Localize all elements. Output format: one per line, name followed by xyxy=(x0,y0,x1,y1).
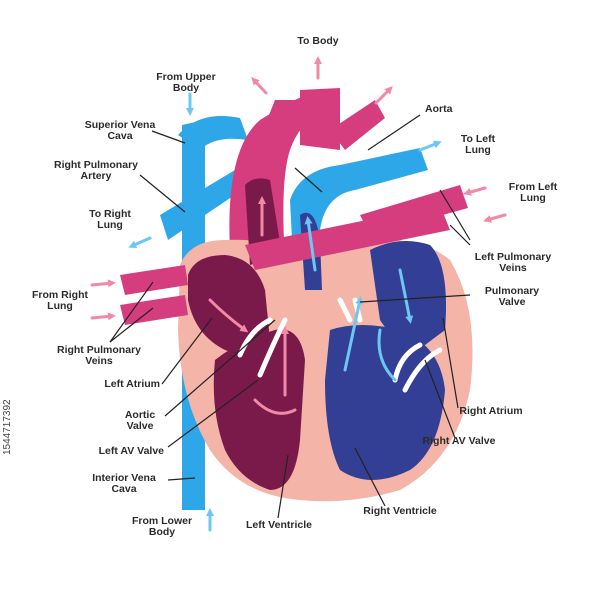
internal-flow-arrows xyxy=(208,196,414,415)
label-from-lower-body: From Lower Body xyxy=(131,515,193,538)
pulmonary-artery-shape xyxy=(290,148,428,300)
label-right-av-valve: Right AV Valve xyxy=(422,435,496,447)
label-left-pulmonary-veins: Left Pulmonary Veins xyxy=(474,251,552,274)
label-right-ventricle: Right Ventricle xyxy=(363,505,437,517)
valves xyxy=(237,297,443,393)
label-from-upper-body: From Upper Body xyxy=(156,71,216,94)
label-right-atrium: Right Atrium xyxy=(459,405,523,417)
label-pulmonary-valve: Pulmonary Valve xyxy=(484,285,540,308)
label-to-left-lung: To Left Lung xyxy=(460,133,496,156)
left-chambers xyxy=(188,178,305,490)
label-to-body: To Body xyxy=(297,35,339,47)
pulmonary-veins-shape xyxy=(120,185,468,325)
label-aorta: Aorta xyxy=(425,103,453,115)
label-left-av-valve: Left AV Valve xyxy=(98,445,164,457)
label-left-atrium: Left Atrium xyxy=(104,378,160,390)
label-aortic-valve: Aortic Valve xyxy=(124,409,156,432)
label-right-pulmonary-artery: Right Pulmonary Artery xyxy=(53,159,138,182)
right-chambers xyxy=(300,212,446,480)
external-flow-arrows xyxy=(90,56,507,532)
label-from-right-lung: From Right Lung xyxy=(32,289,88,312)
label-interior-vena-cava: Interior Vena Cava xyxy=(92,472,156,495)
label-right-pulmonary-veins: Right Pulmonary Veins xyxy=(56,344,141,367)
stock-id: 1544717392 xyxy=(2,399,13,455)
label-to-right-lung: To Right Lung xyxy=(89,208,131,231)
label-from-left-lung: From Left Lung xyxy=(508,181,558,204)
label-left-ventricle: Left Ventricle xyxy=(246,519,312,531)
label-superior-vena-cava: Superior Vena Cava xyxy=(84,119,156,142)
leader-lines xyxy=(109,114,471,519)
